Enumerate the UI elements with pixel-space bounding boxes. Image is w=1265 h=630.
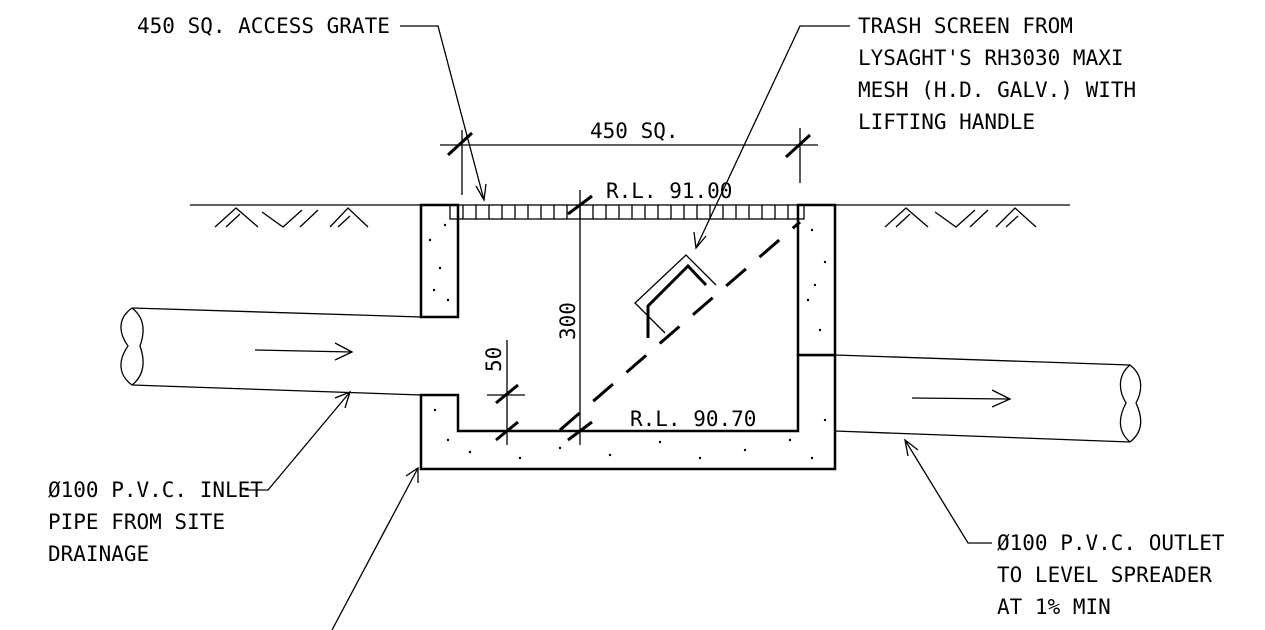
outlet-pipe-line-1: Ø100 P.V.C. OUTLET [997, 531, 1225, 555]
concrete-stipple [428, 223, 827, 460]
trash-screen-line-4: LIFTING HANDLE [858, 110, 1035, 134]
earth-hatch-right [884, 207, 1037, 228]
outlet-pipe-line-2: TO LEVEL SPREADER [997, 563, 1212, 587]
trash-screen-line-2: LYSAGHT'S RH3030 MAXI [858, 46, 1124, 70]
leader-access-grate: 450 SQ. ACCESS GRATE [137, 14, 487, 203]
earth-hatch-left [214, 207, 369, 228]
leader-trash-screen: TRASH SCREEN FROM LYSAGHT'S RH3030 MAXI … [693, 14, 1136, 250]
trash-screen-line-1: TRASH SCREEN FROM [858, 14, 1073, 38]
inlet-pipe-line-2: PIPE FROM SITE [48, 510, 225, 534]
rl-top-label: R.L. 91.00 [606, 179, 732, 203]
depth-label: 300 [556, 302, 580, 340]
leader-concrete [331, 466, 419, 630]
trash-screen [559, 220, 801, 432]
leader-inlet-pipe: Ø100 P.V.C. INLET PIPE FROM SITE DRAINAG… [48, 390, 352, 566]
grate-width-label: 450 SQ. [590, 119, 679, 143]
access-grate [449, 204, 805, 220]
inlet-pipe-line-3: DRAINAGE [48, 542, 149, 566]
access-grate-label: 450 SQ. ACCESS GRATE [137, 14, 390, 38]
concrete-pit [419, 203, 837, 471]
inlet-pipe [120, 307, 422, 396]
outlet-pipe-line-3: AT 1% MIN [997, 595, 1111, 619]
inlet-pipe-line-1: Ø100 P.V.C. INLET [48, 478, 263, 502]
dimension-depth: 300 [556, 190, 593, 445]
leader-outlet-pipe: Ø100 P.V.C. OUTLET TO LEVEL SPREADER AT … [904, 438, 1225, 619]
rl-base-label: R.L. 90.70 [630, 407, 756, 431]
trash-screen-line-3: MESH (H.D. GALV.) WITH [858, 78, 1136, 102]
outlet-pipe [834, 354, 1142, 443]
dimension-grate-width: 450 SQ. [440, 119, 818, 195]
sump-label: 50 [482, 347, 506, 372]
dimension-sump: 50 [482, 340, 525, 445]
